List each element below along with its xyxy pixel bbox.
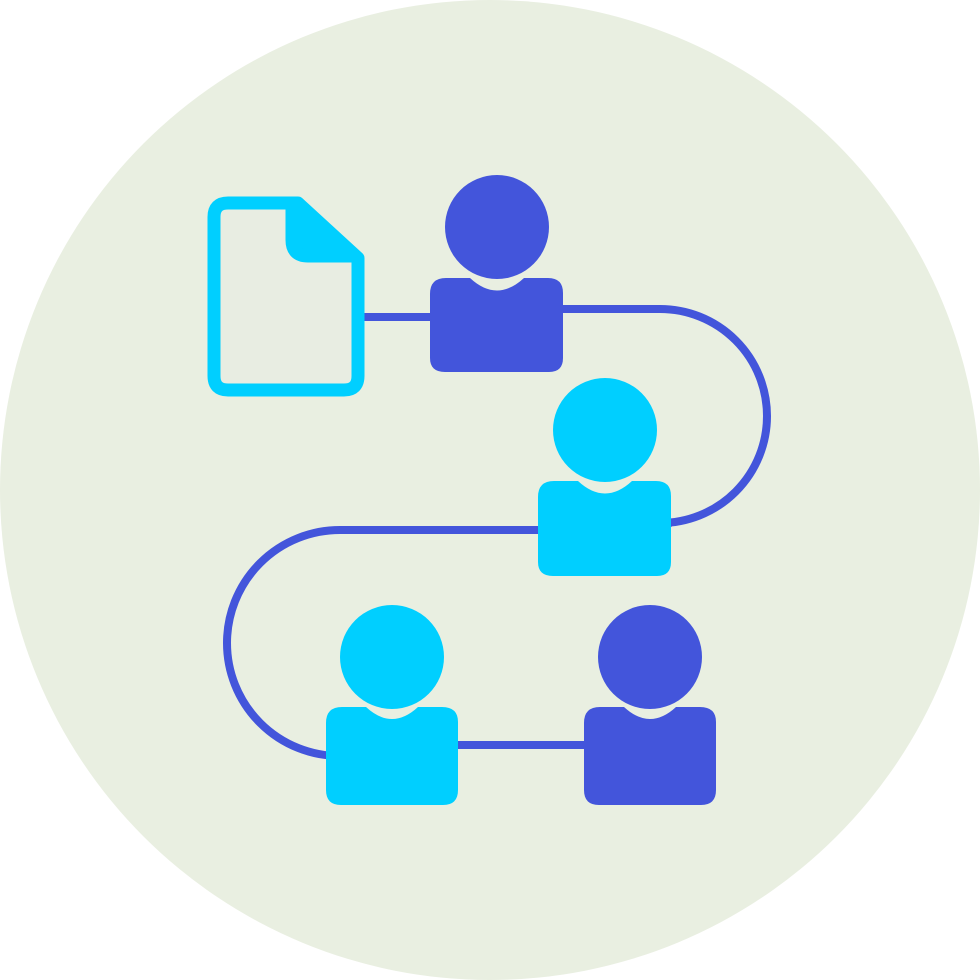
- person-icon: [326, 605, 458, 805]
- person-icon: [538, 378, 671, 576]
- document-icon: [207, 196, 365, 397]
- person-icon: [430, 175, 563, 372]
- workflow-connector: [223, 305, 771, 760]
- person-icon: [584, 605, 716, 805]
